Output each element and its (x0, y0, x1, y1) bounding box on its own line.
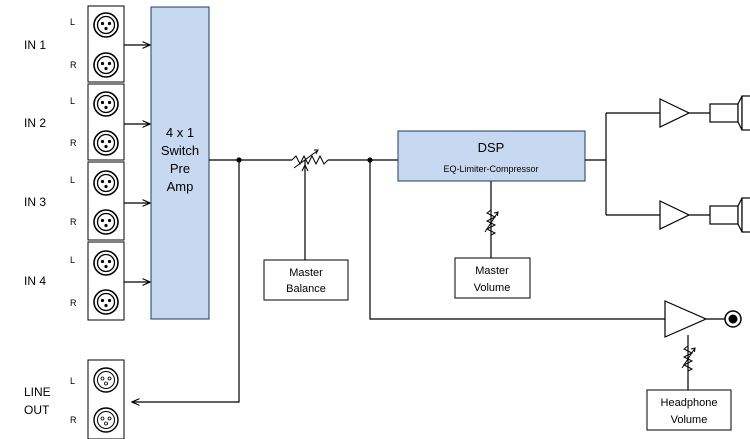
in3-label: IN 3 (24, 195, 46, 209)
signal-wires (132, 112, 726, 402)
line-out-r-label: R (70, 415, 77, 425)
in2-label: IN 2 (24, 116, 46, 130)
line-out-label-2: OUT (24, 403, 50, 417)
in1-label: IN 1 (24, 38, 46, 52)
in1-l-label: L (70, 17, 75, 27)
xlr-in4-left-icon (93, 250, 119, 276)
output-amp-bottom-icon (659, 200, 691, 230)
master-volume-pot-icon (484, 203, 499, 241)
line-out-l-label: L (70, 376, 75, 386)
output-amp-top-icon (659, 98, 691, 128)
master-balance-line1: Master (289, 267, 323, 279)
xlr-lineout-left-icon (93, 367, 119, 393)
dsp-title: DSP (478, 140, 505, 155)
headphone-volume-line2: Volume (671, 414, 708, 426)
xlr-in1-right-icon (93, 52, 119, 78)
in2-l-label: L (70, 96, 75, 106)
switch-preamp-block: 4 x 1 Switch Pre Amp (150, 6, 210, 320)
xlr-in1-left-icon (93, 12, 119, 38)
master-balance-line2: Balance (286, 283, 326, 295)
headphone-jack-icon (724, 310, 742, 328)
in4-label: IN 4 (24, 274, 46, 288)
switch-line4: Amp (167, 179, 194, 194)
master-balance-box: Master Balance (263, 259, 349, 301)
switch-line1: 4 x 1 (166, 125, 194, 140)
in4-l-label: L (70, 255, 75, 265)
switch-line3: Pre (170, 161, 190, 176)
line-out-panel: LINE OUT L R (24, 359, 125, 439)
master-volume-line1: Master (475, 265, 509, 277)
balance-pot-icon (291, 149, 329, 169)
input-arrows (124, 45, 150, 282)
in2-r-label: R (70, 138, 77, 148)
line-out-label-1: LINE (24, 385, 51, 399)
xlr-lineout-right-icon (93, 407, 119, 433)
xlr-in3-left-icon (93, 170, 119, 196)
balance-wiper-arrow (301, 163, 309, 172)
dsp-subtitle: EQ-Limiter-Compressor (443, 164, 538, 174)
xlr-in2-left-icon (93, 91, 119, 117)
input-panel: IN 1 IN 2 IN 3 IN 4 L R L R L R L R (24, 5, 125, 321)
headphone-volume-box: Headphone Volume (646, 389, 732, 431)
xlr-in2-right-icon (93, 130, 119, 156)
dsp-block: DSP EQ-Limiter-Compressor (397, 130, 586, 182)
speaker-top-icon (709, 95, 750, 131)
in3-l-label: L (70, 175, 75, 185)
xlr-in3-right-icon (93, 209, 119, 235)
speaker-bottom-icon (709, 197, 750, 233)
xlr-in4-right-icon (93, 289, 119, 315)
master-volume-line2: Volume (474, 282, 511, 294)
master-volume-box: Master Volume (454, 257, 531, 299)
junction-dots (236, 157, 373, 163)
headphone-volume-pot-icon (681, 339, 696, 377)
in4-r-label: R (70, 298, 77, 308)
in1-r-label: R (70, 60, 77, 70)
switch-line2: Switch (161, 143, 199, 158)
headphone-amp-icon (664, 300, 708, 338)
headphone-volume-line1: Headphone (661, 397, 718, 409)
in3-r-label: R (70, 217, 77, 227)
